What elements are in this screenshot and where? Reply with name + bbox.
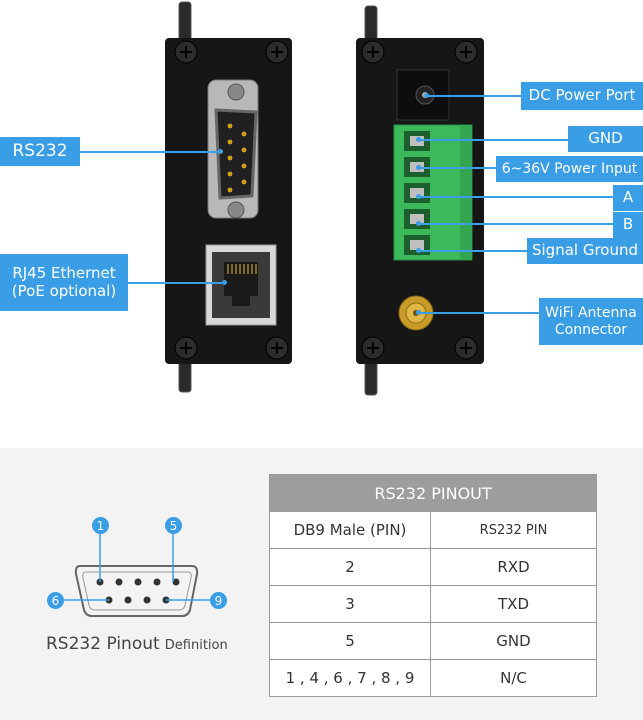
- label-rj45: RJ45 Ethernet (PoE optional): [0, 254, 128, 311]
- label-rj45-line2: (PoE optional): [11, 281, 117, 300]
- label-gnd: GND: [568, 126, 643, 152]
- pinout-table-title: RS232 PINOUT: [269, 474, 597, 512]
- db9-connector: [207, 79, 259, 219]
- leader-a: [420, 196, 613, 198]
- pin-badge-1: 1: [92, 517, 109, 534]
- leader-dot-rs232: [218, 149, 223, 154]
- leader-b: [420, 223, 613, 225]
- label-wifi-line2: Connector: [554, 321, 628, 338]
- leader-dc-power: [428, 95, 521, 97]
- table-cell-pin: 1 , 4 , 6 , 7 , 8 , 9: [269, 659, 431, 697]
- table-cell-signal: TXD: [430, 585, 597, 623]
- db9-pinout-diagram: [64, 534, 210, 617]
- pinout-caption: RS232 Pinout Definition: [46, 634, 246, 654]
- table-cell-pin: 5: [269, 622, 431, 660]
- leader-dot-power-input: [416, 165, 421, 170]
- leader-gnd: [420, 139, 568, 141]
- leader-dot-a: [416, 194, 421, 199]
- label-a: A: [613, 185, 643, 211]
- pinout-caption-sub: Definition: [164, 638, 228, 653]
- terminal-block: [393, 124, 473, 261]
- label-rj45-line1: RJ45 Ethernet: [12, 264, 116, 283]
- pinout-caption-main: RS232 Pinout: [46, 634, 160, 654]
- table-header-db9: DB9 Male (PIN): [269, 511, 431, 549]
- leader-dot-signal-ground: [416, 248, 421, 253]
- leader-dot-wifi: [416, 310, 421, 315]
- leader-dot-dc-power: [424, 93, 429, 98]
- label-rs232: RS232: [0, 137, 80, 166]
- leader-dot-rj45: [222, 280, 227, 285]
- left-device: [165, 1, 292, 393]
- label-b: B: [613, 212, 643, 238]
- table-row: 3 TXD: [269, 585, 597, 623]
- leader-power-input: [420, 167, 496, 169]
- leader-rs232: [80, 151, 220, 153]
- leader-dot-gnd: [416, 137, 421, 142]
- table-row: 2 RXD: [269, 548, 597, 586]
- leader-signal-ground: [420, 250, 527, 252]
- table-cell-pin: 2: [269, 548, 431, 586]
- right-device: [356, 5, 484, 396]
- leader-dot-b: [416, 221, 421, 226]
- label-dc-power-port: DC Power Port: [521, 82, 643, 110]
- pin-badge-5: 5: [165, 517, 182, 534]
- table-cell-signal: GND: [430, 622, 597, 660]
- table-row: 1 , 4 , 6 , 7 , 8 , 9 N/C: [269, 659, 597, 697]
- label-wifi-antenna: WiFi Antenna Connector: [539, 298, 643, 345]
- table-cell-pin: 3: [269, 585, 431, 623]
- table-cell-signal: N/C: [430, 659, 597, 697]
- pin-badge-6: 6: [47, 592, 64, 609]
- pinout-table: RS232 PINOUT DB9 Male (PIN) RS232 PIN 2 …: [269, 474, 597, 697]
- table-header-rs232: RS232 PIN: [430, 511, 597, 549]
- label-signal-ground: Signal Ground: [527, 238, 643, 264]
- label-wifi-line1: WiFi Antenna: [545, 305, 637, 322]
- label-power-input: 6~36V Power Input: [496, 156, 643, 182]
- pin-badge-9: 9: [210, 592, 227, 609]
- table-row: 5 GND: [269, 622, 597, 660]
- device-illustration: [165, 1, 484, 396]
- leader-wifi: [420, 312, 539, 314]
- leader-rj45: [128, 282, 224, 284]
- rj45-port: [205, 244, 277, 326]
- table-cell-signal: RXD: [430, 548, 597, 586]
